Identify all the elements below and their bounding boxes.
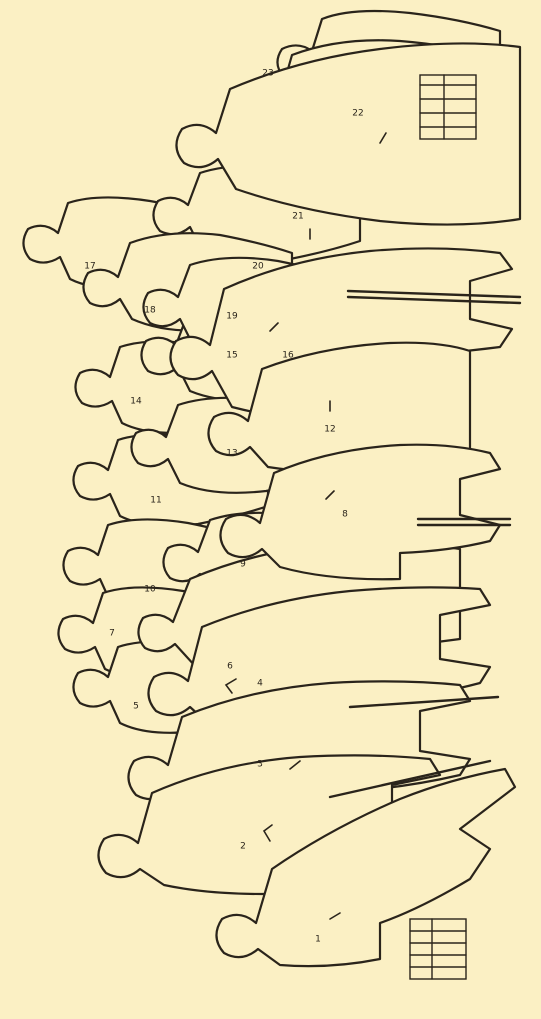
figure-number-label: 21 bbox=[292, 212, 303, 222]
figure-number-label: 11 bbox=[150, 496, 161, 506]
figure-number-label: 4 bbox=[257, 679, 263, 689]
figure-number-label: 9 bbox=[240, 560, 246, 570]
figure-number-label: 17 bbox=[84, 262, 95, 272]
figure-number-label: 5 bbox=[133, 702, 139, 712]
figure-number-label: 15 bbox=[226, 351, 237, 361]
figure-number-label: 6 bbox=[227, 662, 233, 672]
figure-number-label: 2 bbox=[240, 842, 246, 852]
figure-number-label: 19 bbox=[226, 312, 238, 322]
figure-number-label: 12 bbox=[324, 425, 335, 435]
figure-number-label: 20 bbox=[252, 262, 264, 272]
figure-number-label: 16 bbox=[282, 351, 294, 361]
figure-number-label: 1 bbox=[315, 935, 321, 945]
figure-number-label: 7 bbox=[109, 629, 115, 639]
figure-number-label: 8 bbox=[342, 510, 348, 520]
figure-number-label: 18 bbox=[144, 306, 156, 316]
figure-number-label: 13 bbox=[226, 449, 237, 459]
figure-number-label: 22 bbox=[352, 109, 363, 119]
figure-number-label: 14 bbox=[130, 397, 142, 407]
figure-number-label: 10 bbox=[144, 585, 156, 595]
figure-number-label: 3 bbox=[257, 760, 263, 770]
figure-number-label: 23 bbox=[262, 69, 273, 79]
